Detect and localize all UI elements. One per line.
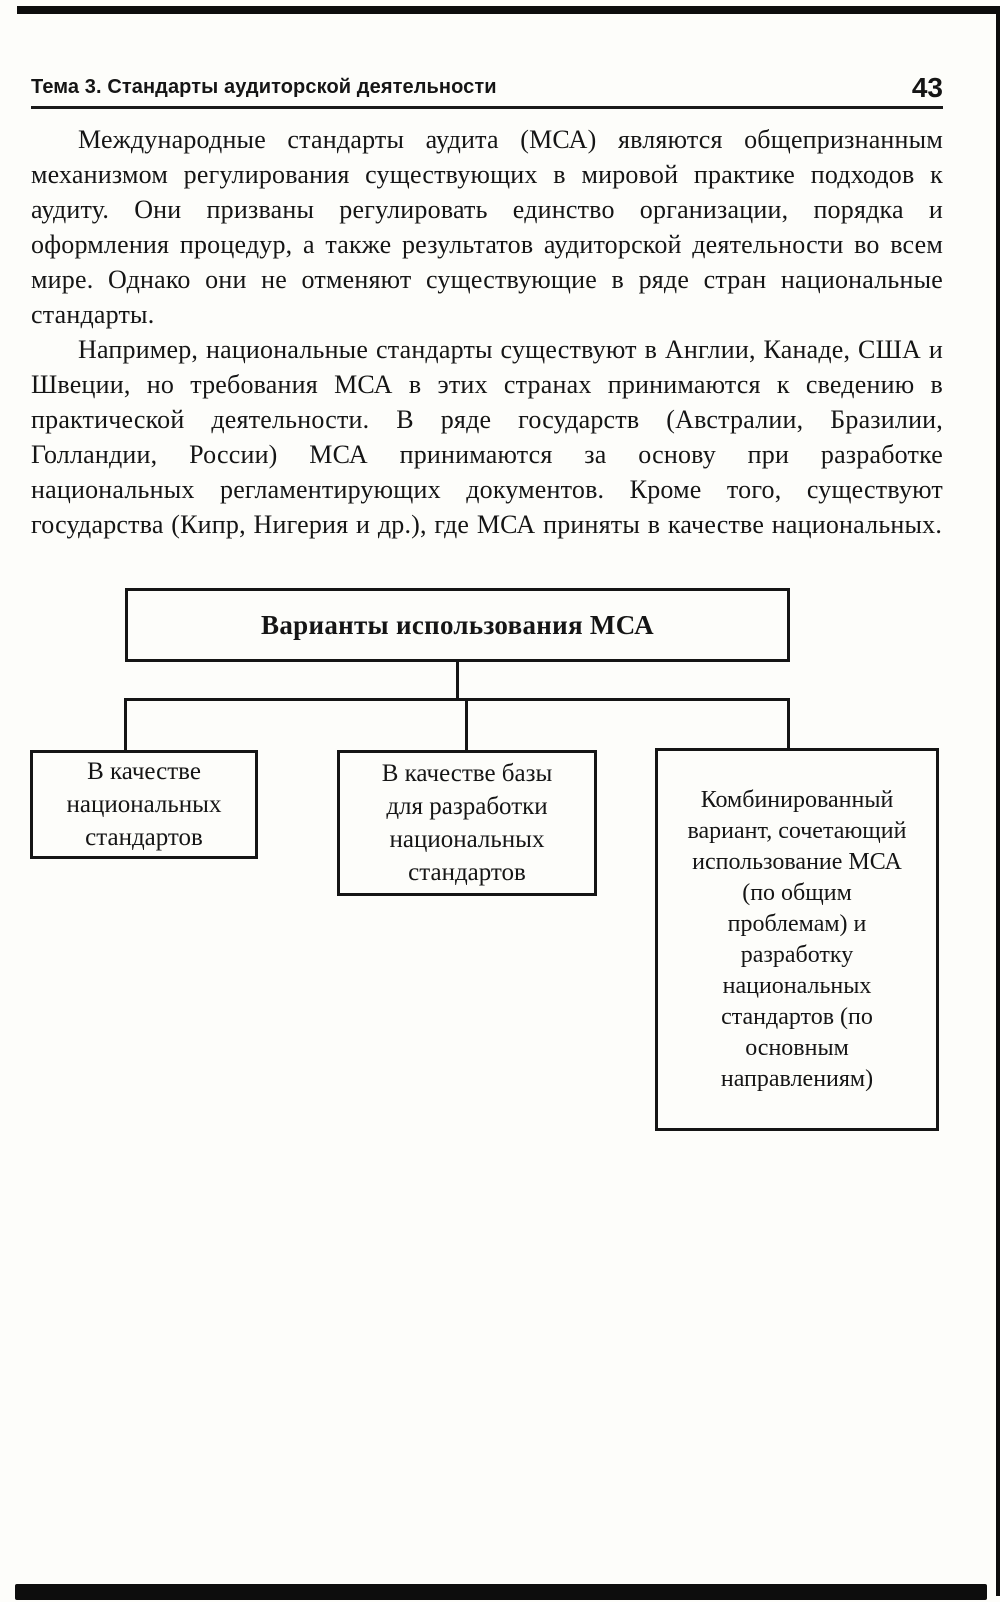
connector-drop-left <box>124 698 127 752</box>
page-number: 43 <box>911 72 943 103</box>
body-paragraph: Например, национальные стандарты существ… <box>31 335 943 539</box>
connector-stem-line <box>456 662 459 701</box>
diagram-root-box: Варианты использования МСА <box>125 588 790 662</box>
diagram-child-box-national-standards: В качестве национальных стандартов <box>30 750 258 859</box>
scan-edge-bottom <box>15 1584 987 1600</box>
diagram-child-box-basis-for-development: В качестве базы для разработки националь… <box>337 750 597 896</box>
running-title: Тема 3. Стандарты аудиторской деятельнос… <box>31 76 497 98</box>
connector-drop-right <box>787 698 790 750</box>
diagram-child-label: В качестве национальных стандартов <box>66 758 222 851</box>
page-header: Тема 3. Стандарты аудиторской деятельнос… <box>31 72 943 109</box>
body-text: Международные стандарты аудита (МСА) явл… <box>31 122 943 542</box>
msa-usage-diagram: Варианты использования МСА В качестве на… <box>0 588 1000 1158</box>
diagram-root-label: Варианты использования МСА <box>261 609 654 640</box>
scan-edge-top <box>17 6 1000 14</box>
diagram-child-label: В качестве базы для разработки националь… <box>381 760 553 886</box>
diagram-child-box-combined-variant: Комбинированный вариант, сочетающий испо… <box>655 748 939 1131</box>
scan-edge-right <box>996 6 1000 1596</box>
diagram-child-label: Комбинированный вариант, сочетающий испо… <box>687 786 907 1092</box>
connector-drop-middle <box>465 698 468 752</box>
connector-horizontal-line <box>124 698 790 701</box>
body-paragraph: Международные стандарты аудита (МСА) явл… <box>31 125 943 329</box>
